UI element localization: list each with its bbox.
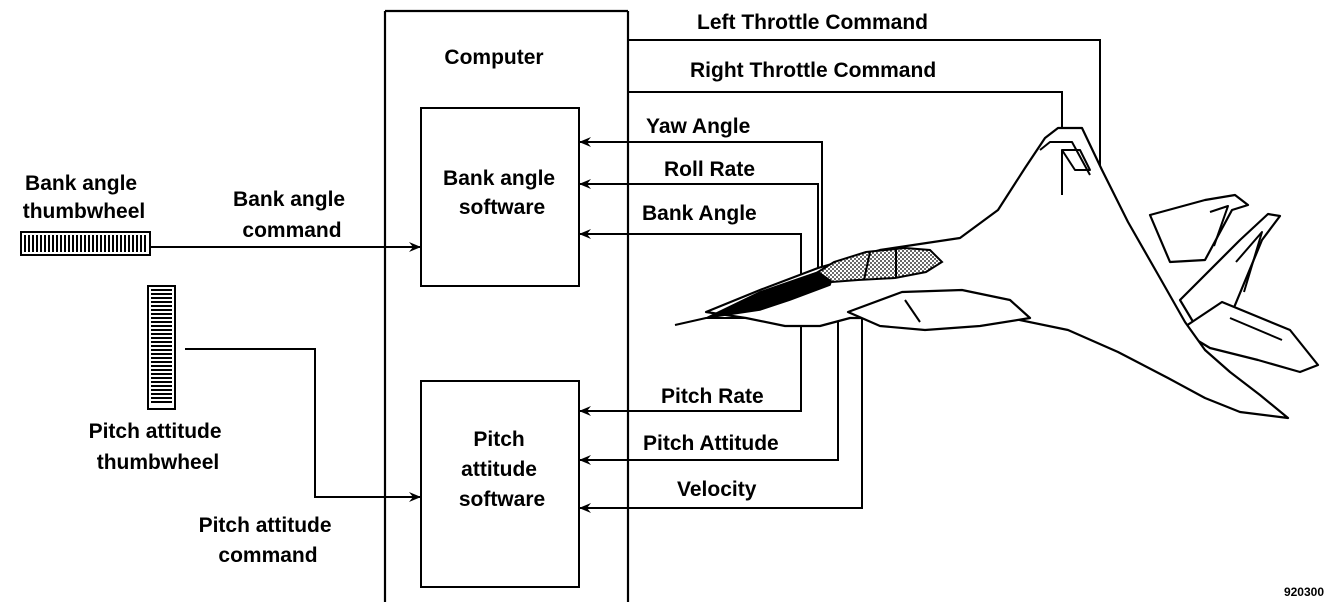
velocity-line: [579, 318, 863, 513]
roll-rate-label: Roll Rate: [664, 158, 755, 181]
horizontal-thumbwheel-icon: [20, 231, 151, 256]
pitch-attitude-line: [579, 298, 839, 465]
f15-aircraft-icon: [674, 126, 1320, 420]
bank-thumbwheel-label: Bank angle thumbwheel: [23, 172, 146, 223]
velocity-label: Velocity: [677, 478, 757, 501]
yaw-angle-label: Yaw Angle: [646, 115, 750, 138]
bank-angle-command-label: Bank angle command: [233, 188, 351, 242]
pitch-attitude-command-line: [185, 348, 421, 502]
pitch-attitude-software-label: Pitch attitude software: [459, 428, 545, 511]
left-throttle-label: Left Throttle Command: [697, 11, 928, 34]
pitch-attitude-software-box: [420, 380, 580, 588]
pitch-rate-label: Pitch Rate: [661, 385, 764, 408]
figure-number: 920300: [1284, 585, 1324, 599]
pitch-thumbwheel-label: Pitch attitude thumbwheel: [89, 420, 228, 474]
vertical-thumbwheel-icon: [147, 285, 176, 410]
pitch-rate-line: [579, 290, 802, 416]
bank-angle-software-label: Bank angle software: [443, 167, 561, 219]
computer-label: Computer: [444, 46, 543, 69]
roll-rate-line: [579, 179, 819, 300]
bank-angle-line: [579, 229, 802, 290]
bank-angle-feedback-label: Bank Angle: [642, 202, 757, 225]
bank-angle-software-box: [420, 107, 580, 287]
pitch-attitude-label: Pitch Attitude: [643, 432, 779, 455]
yaw-angle-line: [579, 137, 823, 298]
pitch-attitude-command-label: Pitch attitude command: [199, 514, 338, 567]
right-throttle-label: Right Throttle Command: [690, 59, 936, 82]
